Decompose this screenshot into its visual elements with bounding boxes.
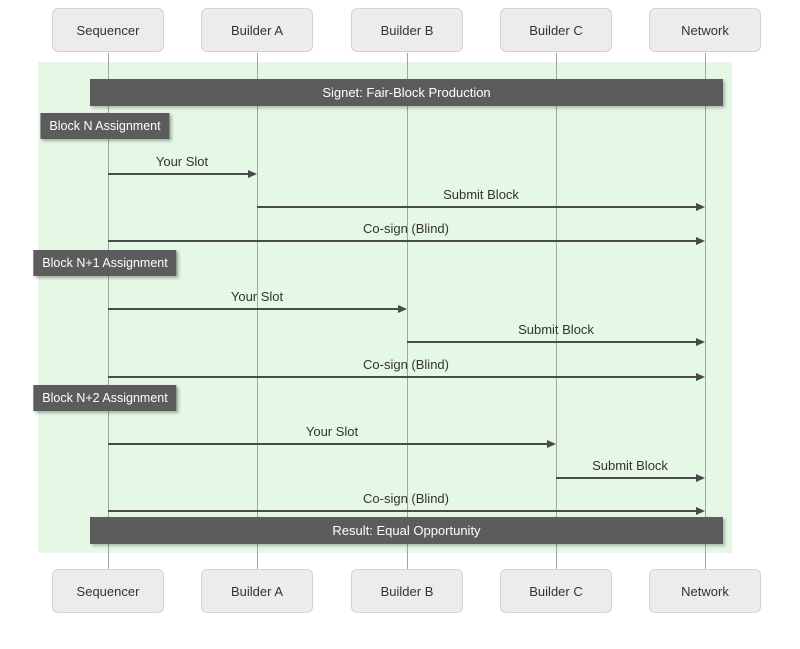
lifeline-builder-c <box>556 53 557 569</box>
message-line <box>108 443 554 445</box>
message-line <box>108 240 703 242</box>
arrowhead-icon <box>696 203 705 211</box>
note-block-n: Block N Assignment <box>40 113 170 139</box>
participant-top-builder-a: Builder A <box>201 8 313 52</box>
message-label: Your Slot <box>230 289 284 304</box>
arrowhead-icon <box>696 474 705 482</box>
participant-label: Network <box>681 22 729 38</box>
message-label: Your Slot <box>155 154 209 169</box>
highlight-background-rect <box>38 62 732 553</box>
participant-label: Builder B <box>380 583 434 599</box>
diagram-title: Signet: Fair-Block Production <box>322 85 491 100</box>
participant-label: Builder A <box>230 583 284 599</box>
arrowhead-icon <box>547 440 556 448</box>
message-line <box>257 206 703 208</box>
lifeline-network <box>705 53 706 569</box>
participant-bottom-network: Network <box>649 569 761 613</box>
message-label: Submit Block <box>443 187 519 202</box>
lifeline-sequencer <box>108 53 109 569</box>
message-line <box>108 510 703 512</box>
participant-label: Builder A <box>230 22 284 38</box>
lifeline-builder-a <box>257 53 258 569</box>
participant-bottom-builder-c: Builder C <box>500 569 612 613</box>
lifeline-builder-b <box>407 53 408 569</box>
participant-label: Sequencer <box>76 583 140 599</box>
participant-top-network: Network <box>649 8 761 52</box>
participant-bottom-builder-b: Builder B <box>351 569 463 613</box>
participant-label: Sequencer <box>76 22 140 38</box>
participant-label: Builder B <box>380 22 434 38</box>
note-block-n1: Block N+1 Assignment <box>33 250 177 276</box>
participant-bottom-sequencer: Sequencer <box>52 569 164 613</box>
message-label: Submit Block <box>592 458 668 473</box>
arrowhead-icon <box>696 237 705 245</box>
message-line <box>108 173 255 175</box>
participant-top-builder-c: Builder C <box>500 8 612 52</box>
message-label: Co-sign (Blind) <box>363 491 449 506</box>
message-label: Your Slot <box>305 424 359 439</box>
message-line <box>108 308 405 310</box>
participant-bottom-builder-a: Builder A <box>201 569 313 613</box>
note-block-n2: Block N+2 Assignment <box>33 385 177 411</box>
arrowhead-icon <box>696 373 705 381</box>
arrowhead-icon <box>696 338 705 346</box>
message-label: Co-sign (Blind) <box>363 221 449 236</box>
message-line <box>407 341 703 343</box>
participant-label: Network <box>681 583 729 599</box>
arrowhead-icon <box>696 507 705 515</box>
arrowhead-icon <box>248 170 257 178</box>
diagram-result: Result: Equal Opportunity <box>332 523 481 538</box>
diagram-result-bar: Result: Equal Opportunity <box>90 517 723 544</box>
participant-label: Builder C <box>529 22 583 38</box>
message-label: Submit Block <box>518 322 594 337</box>
arrowhead-icon <box>398 305 407 313</box>
message-line <box>556 477 703 479</box>
diagram-title-bar: Signet: Fair-Block Production <box>90 79 723 106</box>
participant-top-builder-b: Builder B <box>351 8 463 52</box>
participant-top-sequencer: Sequencer <box>52 8 164 52</box>
message-line <box>108 376 703 378</box>
message-label: Co-sign (Blind) <box>363 357 449 372</box>
participant-label: Builder C <box>529 583 583 599</box>
